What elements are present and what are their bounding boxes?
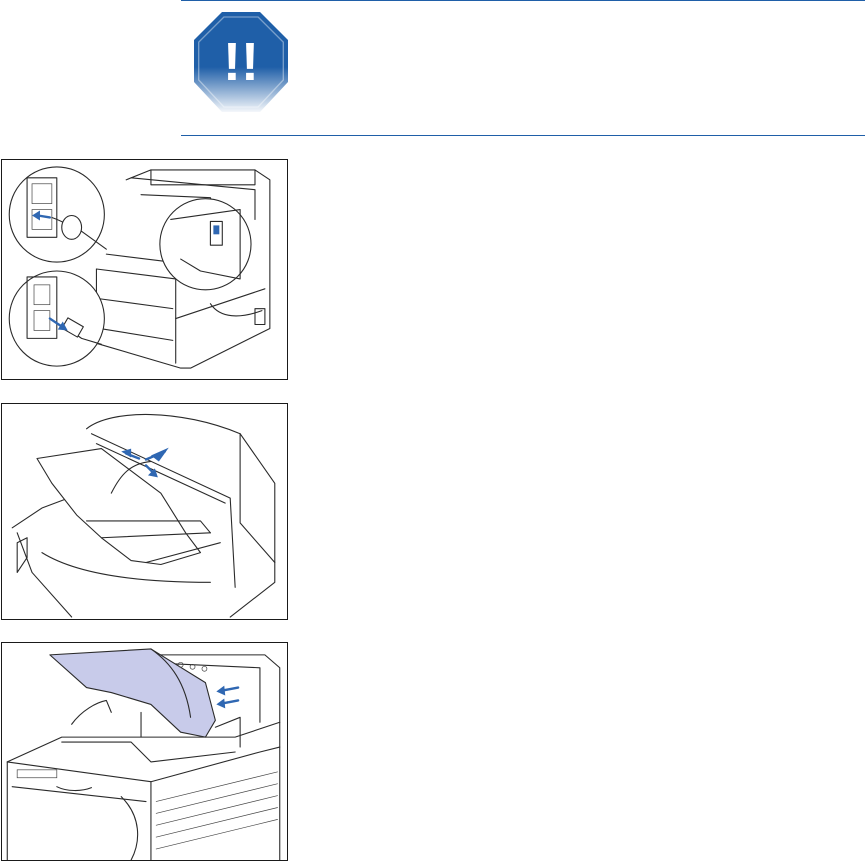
top-rule [181,0,865,1]
output-tray-release-illustration [1,403,288,620]
bottom-rule [181,135,865,136]
warning-symbol: !! [223,32,259,92]
power-unplug-drawing [2,160,287,379]
output-tray-removal-illustration [1,642,288,861]
tray-removal-drawing [2,643,287,860]
warning-octagon-icon: !! [192,10,290,122]
tray-release-drawing [2,404,287,619]
power-off-unplug-illustration [1,159,288,380]
